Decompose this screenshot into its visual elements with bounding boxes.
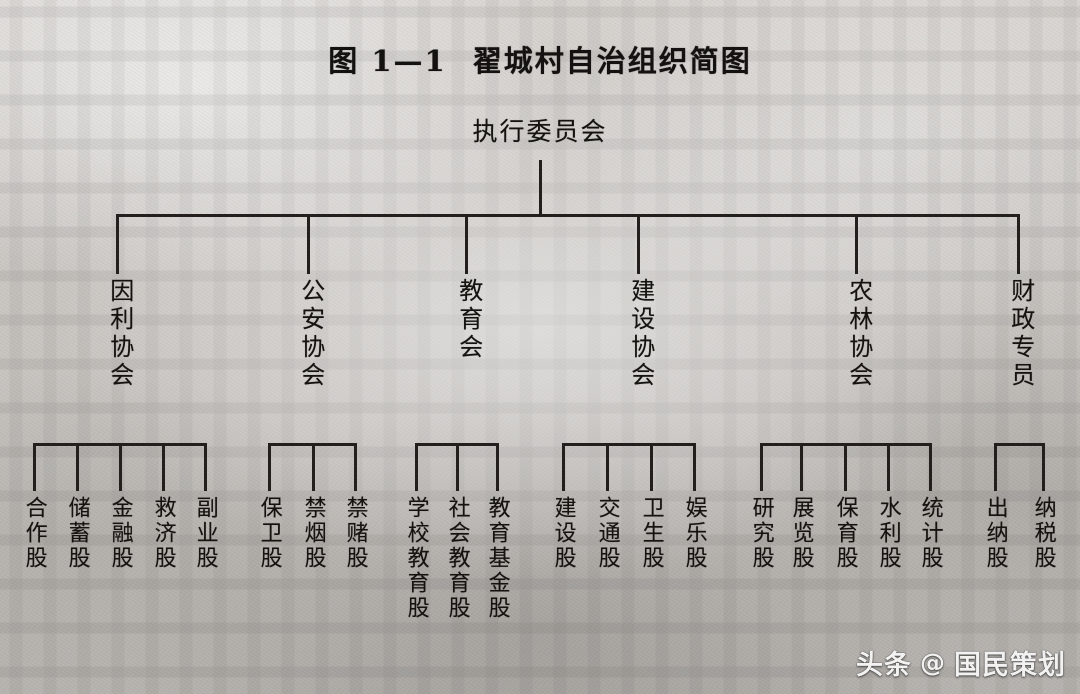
connector-group4-drop-4 [693, 443, 696, 491]
connector-group6-drop-2 [1042, 443, 1045, 491]
connector-drop-branch-2 [307, 214, 310, 274]
watermark-at-icon: @ [920, 648, 946, 677]
connector-drop-branch-3 [465, 214, 468, 274]
connector-group6-drop-1 [994, 443, 997, 491]
connector-group1-drop-2 [76, 443, 79, 491]
connector-drop-branch-5 [855, 214, 858, 274]
connector-level1-rail [116, 214, 1020, 217]
node-branch-6: 财政专员 [1006, 278, 1033, 390]
node-branch-5: 农林协会 [844, 278, 871, 390]
connector-group4-drop-3 [650, 443, 653, 491]
figure-title: 图 1—1 翟城村自治组织简图 [0, 38, 1080, 80]
node-leaf-4-2: 交通股 [595, 496, 621, 571]
node-leaf-1-2: 储蓄股 [65, 496, 91, 571]
node-leaf-5-5: 统计股 [918, 496, 944, 571]
connector-group1-drop-1 [33, 443, 36, 491]
node-branch-3: 教育会 [454, 278, 481, 362]
node-root: 执行委员会 [472, 119, 608, 146]
connector-group3-drop-1 [415, 443, 418, 491]
connector-group3-drop-2 [456, 443, 459, 491]
node-leaf-4-4: 娱乐股 [682, 496, 708, 571]
node-leaf-5-1: 研究股 [749, 496, 775, 571]
connector-group6-rail [994, 443, 1044, 446]
watermark: 头条 @ 国民策划 [856, 643, 1066, 682]
connector-group4-rail [562, 443, 696, 446]
node-leaf-5-2: 展览股 [789, 496, 815, 571]
node-leaf-3-3: 教育基金股 [485, 496, 511, 621]
connector-drop-branch-6 [1017, 214, 1020, 274]
connector-group1-drop-4 [162, 443, 165, 491]
figure-number: 图 1—1 [328, 44, 447, 78]
connector-group4-drop-1 [562, 443, 565, 491]
connector-group4-drop-2 [606, 443, 609, 491]
connector-group2-drop-2 [312, 443, 315, 491]
connector-drop-branch-4 [637, 214, 640, 274]
node-leaf-4-3: 卫生股 [639, 496, 665, 571]
connector-group5-drop-2 [800, 443, 803, 491]
node-leaf-2-1: 保卫股 [257, 496, 283, 571]
node-leaf-4-1: 建设股 [551, 496, 577, 571]
connector-group5-drop-5 [929, 443, 932, 491]
node-leaf-1-4: 救济股 [151, 496, 177, 571]
node-leaf-2-2: 禁烟股 [301, 496, 327, 571]
watermark-account: 国民策划 [954, 650, 1066, 681]
node-leaf-1-1: 合作股 [22, 496, 48, 571]
node-leaf-1-5: 副业股 [193, 496, 219, 571]
figure-title-text: 翟城村自治组织简图 [472, 44, 752, 78]
connector-group3-drop-3 [496, 443, 499, 491]
node-leaf-3-1: 学校教育股 [404, 496, 430, 621]
connector-group2-drop-3 [354, 443, 357, 491]
connector-drop-branch-1 [116, 214, 119, 274]
node-branch-2: 公安协会 [296, 278, 323, 390]
connector-group5-drop-4 [887, 443, 890, 491]
connector-root-stem [539, 160, 542, 216]
node-leaf-6-2: 纳税股 [1031, 496, 1057, 571]
watermark-platform: 头条 [856, 650, 912, 681]
node-leaf-1-3: 金融股 [108, 496, 134, 571]
node-leaf-6-1: 出纳股 [983, 496, 1009, 571]
connector-group5-drop-3 [844, 443, 847, 491]
connector-group5-drop-1 [760, 443, 763, 491]
node-branch-1: 因利协会 [105, 278, 132, 390]
connector-group1-drop-5 [204, 443, 207, 491]
node-branch-4: 建设协会 [626, 278, 653, 390]
node-leaf-3-2: 社会教育股 [445, 496, 471, 621]
connector-group1-drop-3 [119, 443, 122, 491]
node-leaf-5-3: 保育股 [833, 496, 859, 571]
connector-group2-drop-1 [268, 443, 271, 491]
node-leaf-5-4: 水利股 [876, 496, 902, 571]
node-leaf-2-3: 禁赌股 [343, 496, 369, 571]
